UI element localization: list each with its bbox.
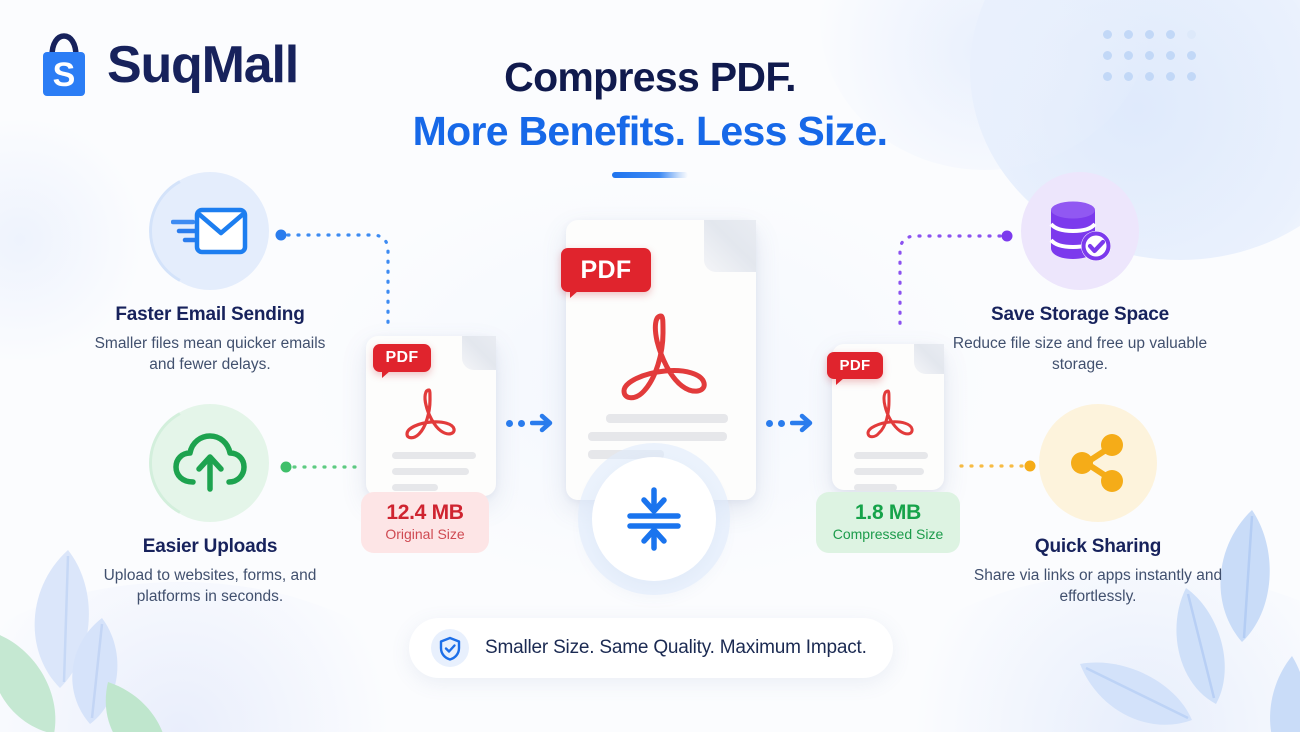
feature-title: Save Storage Space [990,304,1170,325]
acrobat-a-icon [621,313,707,401]
pdf-tag: PDF [373,344,431,378]
document-text-lines [854,452,928,500]
compressed-size-label: Compressed Size [832,526,944,542]
document-text-lines [392,452,476,500]
page-fold-corner [704,220,756,272]
headline-line-1: Compress PDF. [504,54,796,100]
compressed-size-value: 1.8 MB [855,501,921,524]
compress-vertical-icon [627,487,681,551]
feature-title: Quick Sharing [1034,536,1162,557]
svg-text:S: S [53,56,76,94]
acrobat-a-icon [405,388,456,440]
feature-description: Smaller files mean quicker emails and fe… [94,335,326,374]
page-fold-corner [914,344,944,374]
original-pdf-document[interactable]: PDF [366,336,496,496]
page-fold-corner [462,336,496,370]
page-title: Compress PDF. More Benefits. Less Size. [0,50,1300,179]
arrow-right-dots-icon [766,412,814,434]
shopping-bag-icon: S [35,30,93,100]
tagline-banner[interactable]: Smaller Size. Same Quality. Maximum Impa… [409,618,893,678]
feature-description: Share via links or apps instantly and ef… [973,567,1223,606]
connector-email-to-doc [275,229,390,332]
feature-quick-sharing[interactable]: Quick Sharing Share via links or apps in… [968,404,1228,608]
headline-line-2: More Benefits. Less Size. [412,108,888,155]
feature-icon-wrap [1021,172,1139,290]
feature-faster-email-sending[interactable]: Faster Email Sending Smaller files mean … [80,172,340,376]
original-size-badge: 12.4 MB Original Size [361,492,489,553]
envelope-speed-icon [151,172,269,290]
pdf-tag: PDF [827,352,883,385]
compress-action-button[interactable] [592,457,716,581]
tagline-text: Smaller Size. Same Quality. Maximum Impa… [485,637,867,658]
feature-description: Reduce file size and free up valuable st… [952,335,1208,374]
feature-save-storage-space[interactable]: Save Storage Space Reduce file size and … [950,172,1210,376]
compressed-pdf-document[interactable]: PDF [827,344,944,491]
feature-title: Faster Email Sending [115,304,305,325]
decorative-arc [149,180,181,282]
cloud-upload-icon [151,404,269,522]
feature-easier-uploads[interactable]: Easier Uploads Upload to websites, forms… [80,404,340,608]
original-size-label: Original Size [385,526,465,542]
original-size-value: 12.4 MB [386,501,464,524]
connector-upload-to-doc [280,461,362,473]
connector-share-to-doc [950,460,1036,472]
connector-storage-to-doc [898,230,1013,332]
arrow-right-dots-icon [506,412,554,434]
compressed-size-badge: 1.8 MB Compressed Size [816,492,960,553]
brand-logo[interactable]: S SuqMall [35,30,299,100]
database-check-icon [1021,172,1139,290]
shield-check-icon [431,629,469,667]
feature-icon-wrap [149,172,269,290]
decorative-arc [149,412,181,514]
title-accent-bar [612,172,688,179]
center-pdf-document[interactable]: PDF [561,220,756,500]
pdf-tag: PDF [561,248,651,298]
feature-icon-wrap [1039,404,1157,522]
share-nodes-icon [1039,404,1157,522]
feature-icon-wrap [149,404,269,522]
document-text-lines [588,414,728,468]
feature-title: Easier Uploads [142,536,278,557]
feature-description: Upload to websites, forms, and platforms… [103,567,317,606]
acrobat-a-icon [866,389,914,439]
brand-name: SuqMall [107,36,299,94]
